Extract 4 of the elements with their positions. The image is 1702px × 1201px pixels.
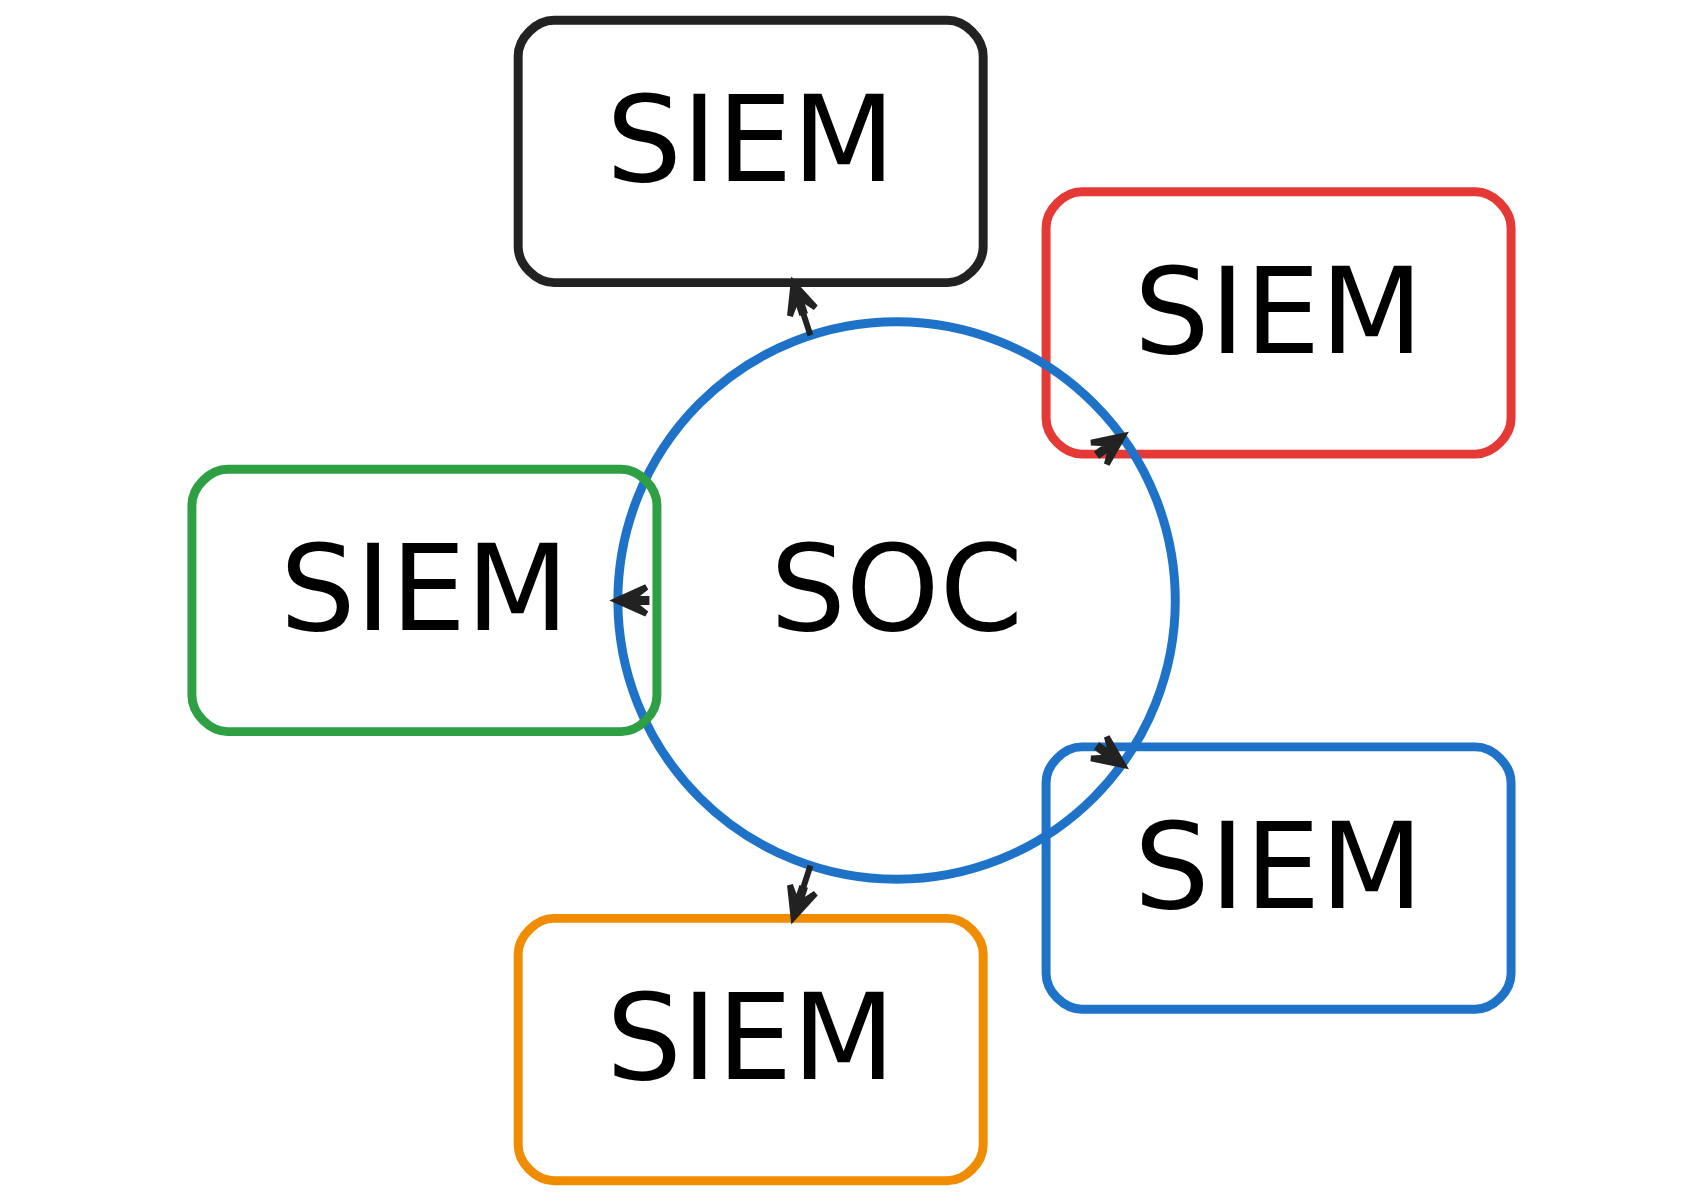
node-box: SIEM [1041,187,1516,459]
node-box: SIEM [513,15,988,288]
node-box: SIEM [1041,742,1516,1014]
node-box: SIEM [513,913,988,1186]
